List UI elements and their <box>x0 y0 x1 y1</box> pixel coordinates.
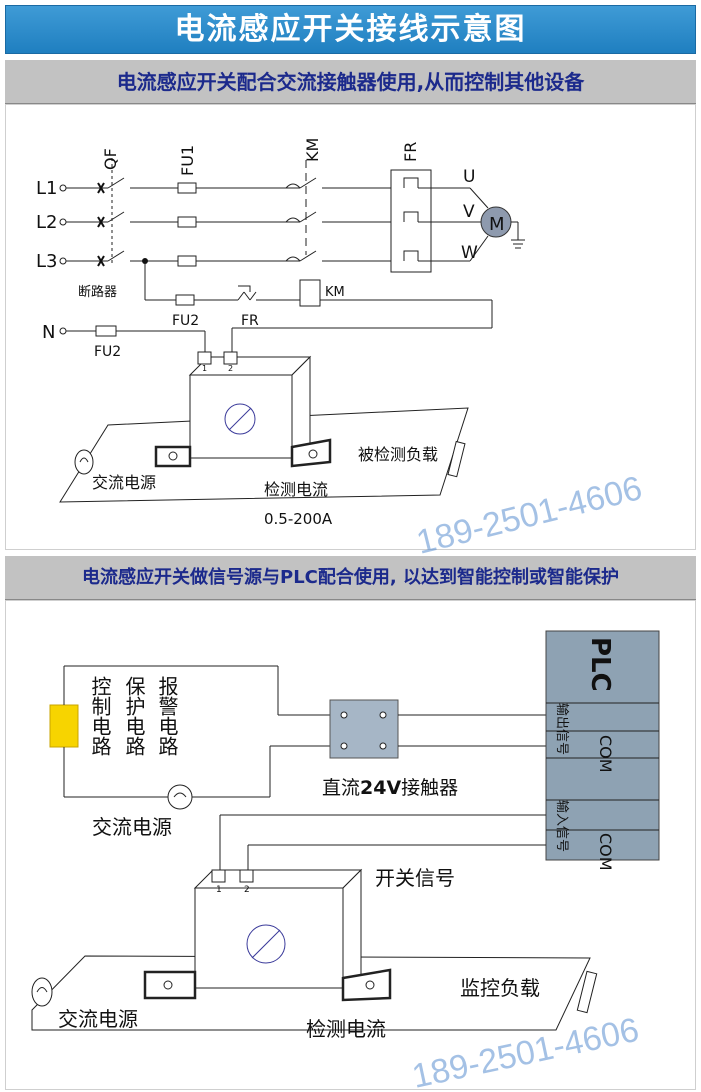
label-ac-source-1: 交流电源 <box>92 473 156 492</box>
terminal2-label-2: 2 <box>244 885 250 895</box>
input-signal-label: 输入信号 <box>554 800 570 852</box>
output-signal-label: 输出信号 <box>554 703 570 755</box>
label-l3: L3 <box>36 251 57 272</box>
label-km-top: KM <box>303 138 322 162</box>
label-detect-current-2: 检测电流 <box>306 1017 386 1041</box>
plc-circuit <box>49 630 660 870</box>
motor-circuit <box>59 158 525 355</box>
watermark-1: 189-2501-4606 <box>413 469 646 562</box>
contactor-voltage: 24V <box>360 777 401 799</box>
watermark-2: 189-2501-4606 <box>409 1011 643 1092</box>
junction-dot <box>142 258 148 264</box>
label-u: U <box>463 167 475 187</box>
plc-label: PLC <box>585 637 615 692</box>
label-motor: M <box>489 214 505 235</box>
breaker-x-marks <box>97 182 105 267</box>
ctrl-col-3: 报警电路 <box>155 676 179 756</box>
label-breaker: 断路器 <box>78 284 117 300</box>
label-range: 0.5-200A <box>264 510 333 528</box>
label-km-coil: KM <box>325 285 345 300</box>
label-w: W <box>461 243 478 263</box>
label-fr-top: FR <box>401 142 420 162</box>
com-label-out: COM <box>596 735 615 773</box>
contactor-prefix: 直流 <box>322 777 360 799</box>
contactor-label: 直流24V接触器 <box>322 777 458 799</box>
ctrl-col-1: 控制电路 <box>88 676 112 756</box>
label-fu2-n: FU2 <box>94 344 121 360</box>
ctrl-col-2: 保护电路 <box>122 676 146 756</box>
terminal1-label-2: 1 <box>216 885 222 895</box>
switch-signal-label: 开关信号 <box>375 866 455 890</box>
section1-heading: 电流感应开关配合交流接触器使用,从而控制其他设备 <box>5 60 696 104</box>
label-v: V <box>463 202 475 222</box>
label-l1: L1 <box>36 178 57 199</box>
section2-heading: 电流感应开关做信号源与PLC配合使用, 以达到智能控制或智能保护 <box>5 556 696 600</box>
com-label-in: COM <box>596 833 615 871</box>
terminal1-label: 1 <box>202 364 207 373</box>
sensor1 <box>59 351 469 503</box>
label-monitor-load: 监控负载 <box>460 976 540 1000</box>
label-qf: QF <box>101 148 120 170</box>
label-ac-source-bottom: 交流电源 <box>58 1007 138 1031</box>
section2-frame <box>5 600 696 1090</box>
page-title: 电流感应开关接线示意图 <box>5 5 696 54</box>
label-fr-mid: FR <box>241 313 259 329</box>
sensor2 <box>31 868 598 1031</box>
label-detect-current-1: 检测电流 <box>264 480 328 499</box>
label-ac-source-top: 交流电源 <box>92 815 172 839</box>
label-load-1: 被检测负载 <box>358 445 438 464</box>
label-fu1: FU1 <box>178 145 197 176</box>
section1-frame <box>5 104 696 550</box>
label-l2: L2 <box>36 212 57 233</box>
label-n: N <box>42 322 55 343</box>
contactor-suffix: 接触器 <box>401 777 458 799</box>
label-fu2-mid: FU2 <box>172 313 199 329</box>
terminal2-label: 2 <box>228 364 233 373</box>
